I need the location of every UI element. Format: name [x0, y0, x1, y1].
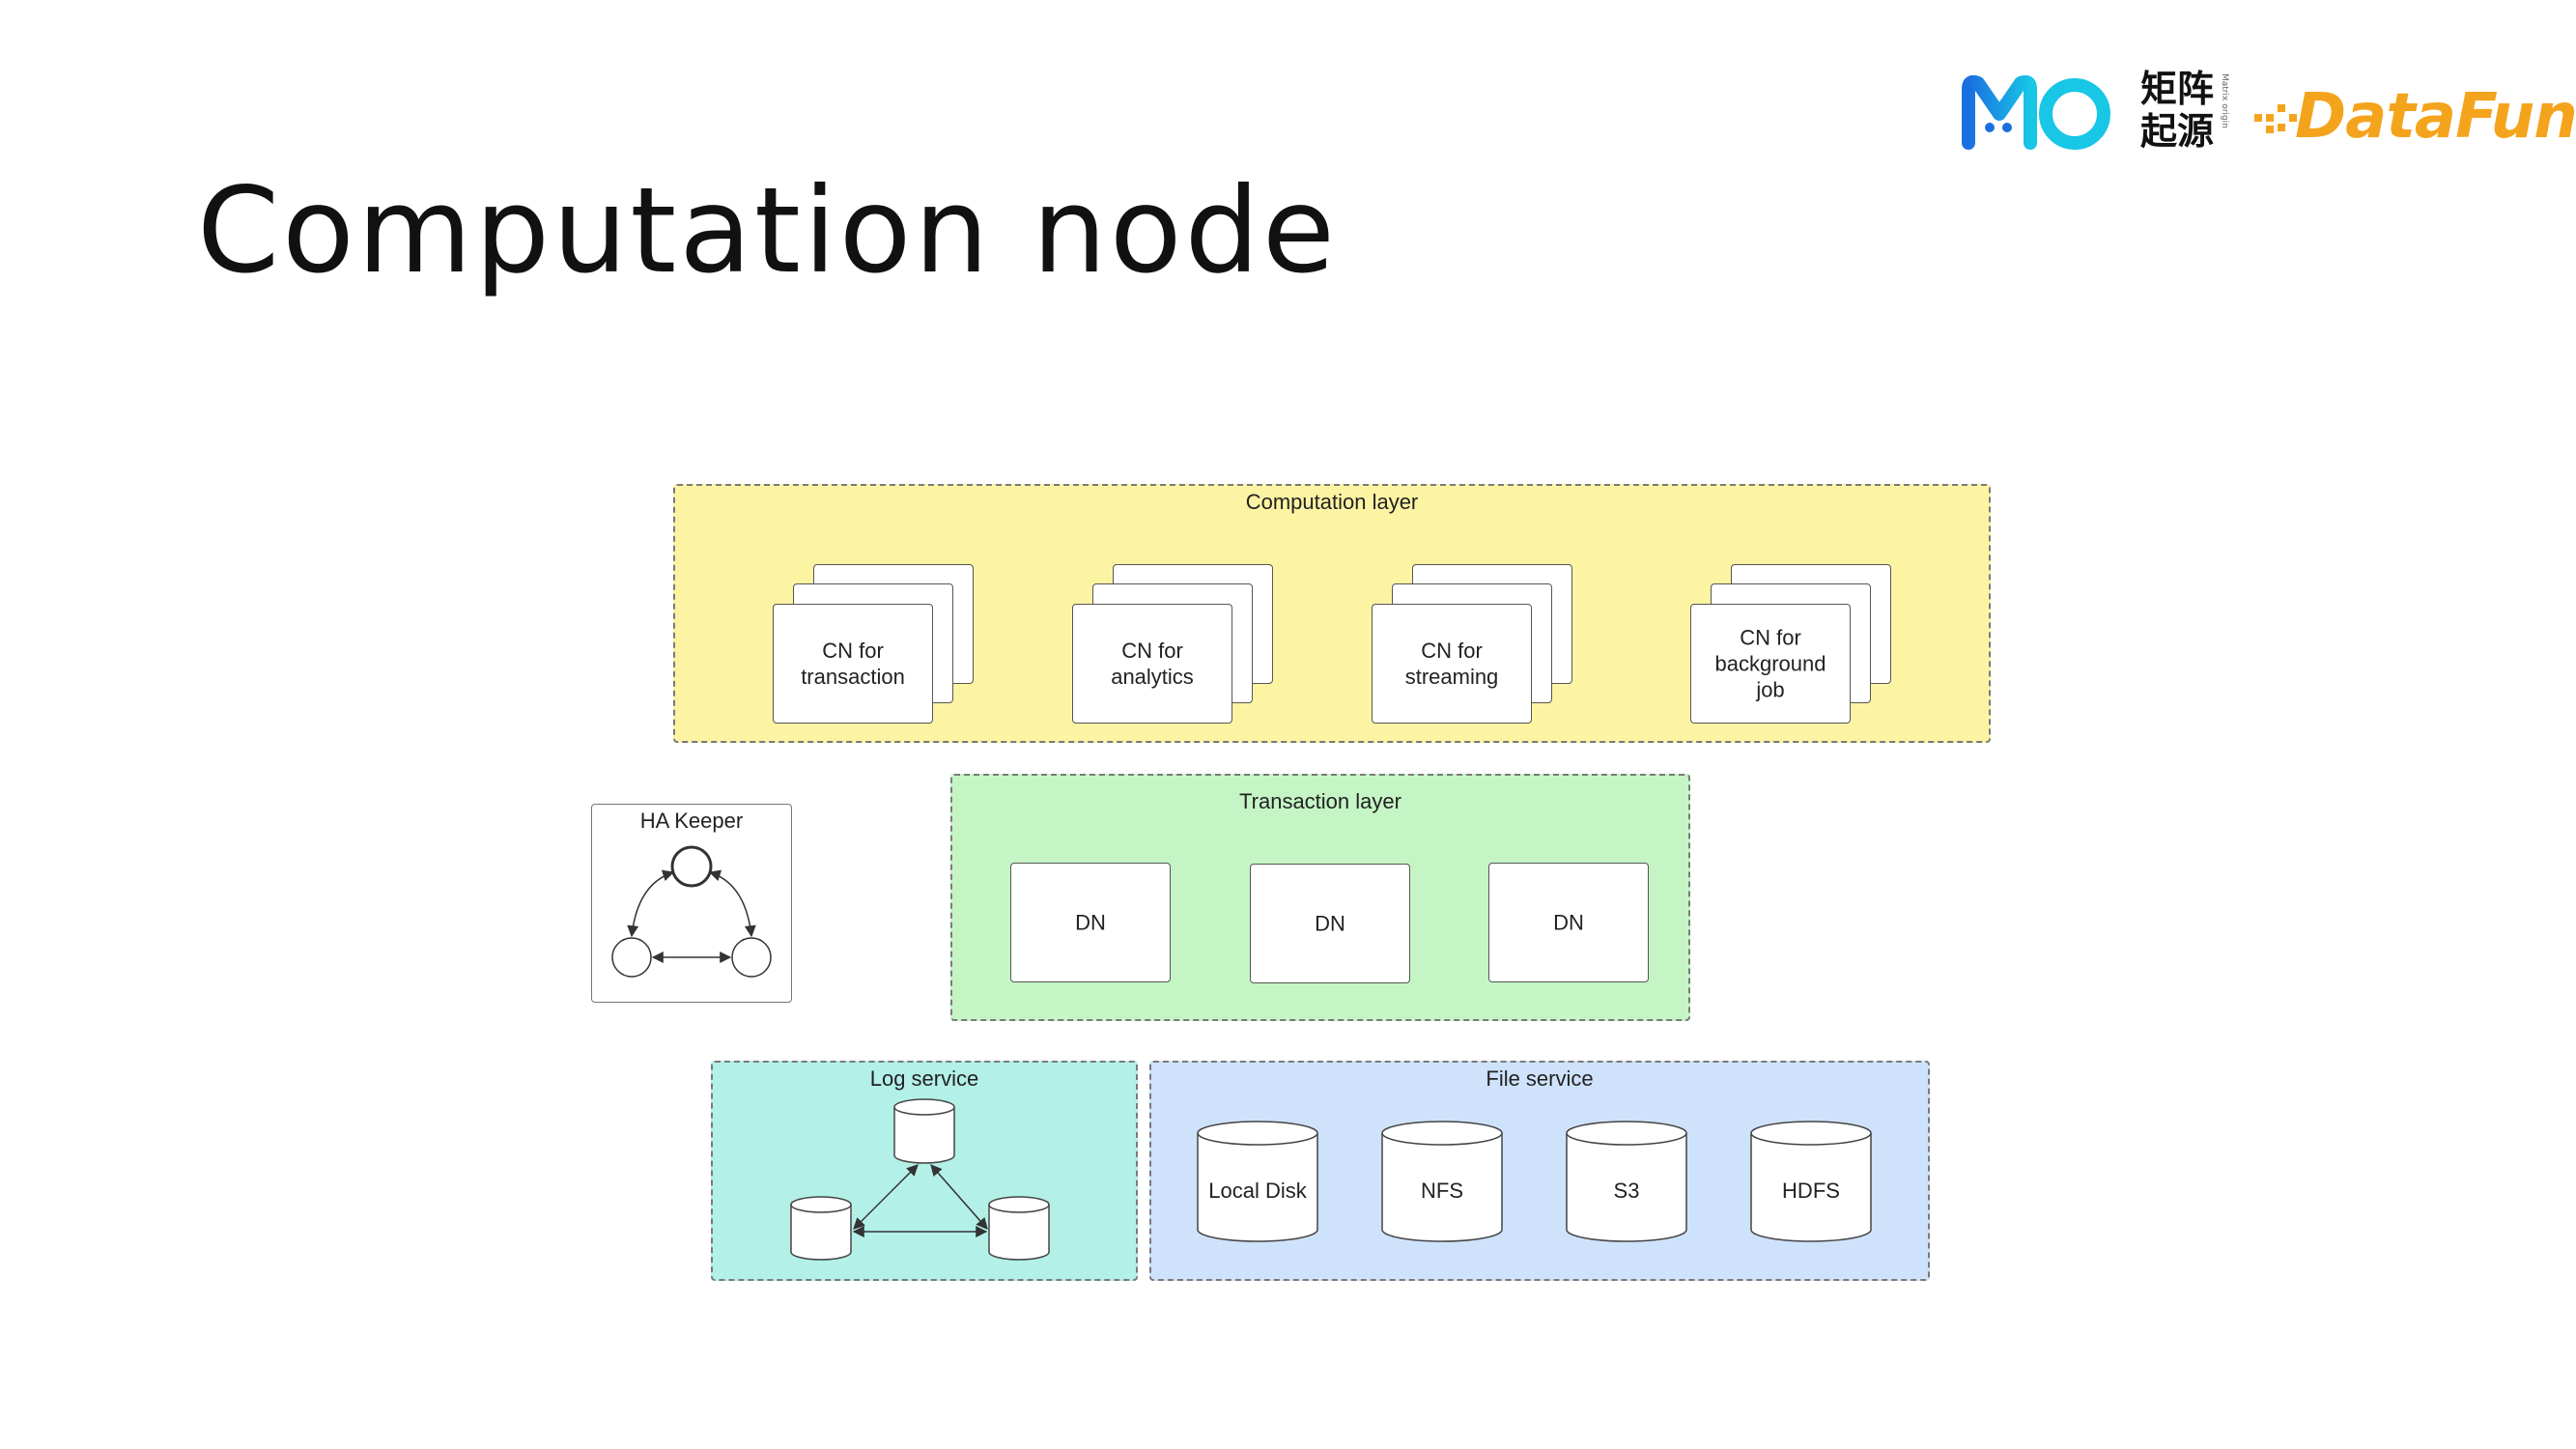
- cn-node-label: CN for streaming: [1404, 639, 1499, 689]
- log-service-label: Log service: [869, 1066, 979, 1091]
- ha-keeper-node: [670, 845, 713, 888]
- log-replica-cylinder: [893, 1098, 955, 1164]
- file-store-label: Local Disk: [1208, 1179, 1307, 1203]
- computation-layer-label: Computation layer: [1245, 490, 1419, 514]
- dn-node: DN: [1250, 864, 1410, 983]
- transaction-layer-label: Transaction layer: [1239, 789, 1401, 813]
- logo-area: 矩阵 起源 Matrix origin DataFun.: [1961, 64, 2576, 160]
- log-service-graph: [790, 1098, 1050, 1261]
- file-store-cylinder: NFS: [1381, 1121, 1503, 1242]
- dn-node-label: DN: [1315, 911, 1345, 936]
- file-store-label: HDFS: [1782, 1179, 1840, 1203]
- matrix-origin-logo: [1962, 74, 2110, 150]
- cn-node: CN for transaction: [773, 604, 933, 724]
- file-store-label: NFS: [1421, 1179, 1463, 1203]
- logo-cn-line2: 起源: [2140, 110, 2215, 153]
- cn-node-label: CN for transaction: [801, 639, 905, 689]
- cn-node-label: CN for analytics: [1111, 639, 1194, 689]
- dn-node-label: DN: [1553, 910, 1584, 935]
- log-arrow: [930, 1164, 988, 1230]
- logo-vertical-text: Matrix origin: [2220, 73, 2229, 128]
- log-arrow: [853, 1164, 919, 1230]
- file-store-cylinder: S3: [1566, 1121, 1687, 1242]
- log-replica-cylinder: [988, 1196, 1050, 1261]
- cn-node: CN for analytics: [1072, 604, 1232, 724]
- file-store-cylinder: Local Disk: [1197, 1121, 1318, 1242]
- log-service-layer: Log service: [711, 1061, 1138, 1281]
- file-store-cylinder: HDFS: [1750, 1121, 1872, 1242]
- ha-keeper-graph: [611, 845, 772, 978]
- ha-keeper-node: [611, 937, 652, 978]
- ha-keeper-label: HA Keeper: [639, 809, 744, 833]
- cn-node-label: CN for background job: [1714, 625, 1826, 702]
- datafun-dots-icon: [2254, 104, 2297, 133]
- logo-cn-line1: 矩阵: [2140, 68, 2215, 110]
- log-replica-cylinder: [790, 1196, 852, 1261]
- cn-node: CN for streaming: [1372, 604, 1532, 724]
- cn-node: CN for background job: [1690, 604, 1851, 724]
- file-store-label: S3: [1614, 1179, 1640, 1203]
- datafun-text: DataFun.: [2295, 81, 2576, 153]
- ha-keeper-node: [731, 937, 772, 978]
- dn-node-label: DN: [1075, 910, 1106, 935]
- file-service-label: File service: [1486, 1066, 1594, 1091]
- ha-keeper-arrow: [627, 869, 675, 938]
- datafun-logo: DataFun.: [2250, 73, 2576, 160]
- ha-keeper-arrow: [708, 869, 756, 938]
- dn-node: DN: [1488, 863, 1649, 982]
- page-title: Computation node: [197, 162, 1338, 299]
- dn-node: DN: [1010, 863, 1171, 982]
